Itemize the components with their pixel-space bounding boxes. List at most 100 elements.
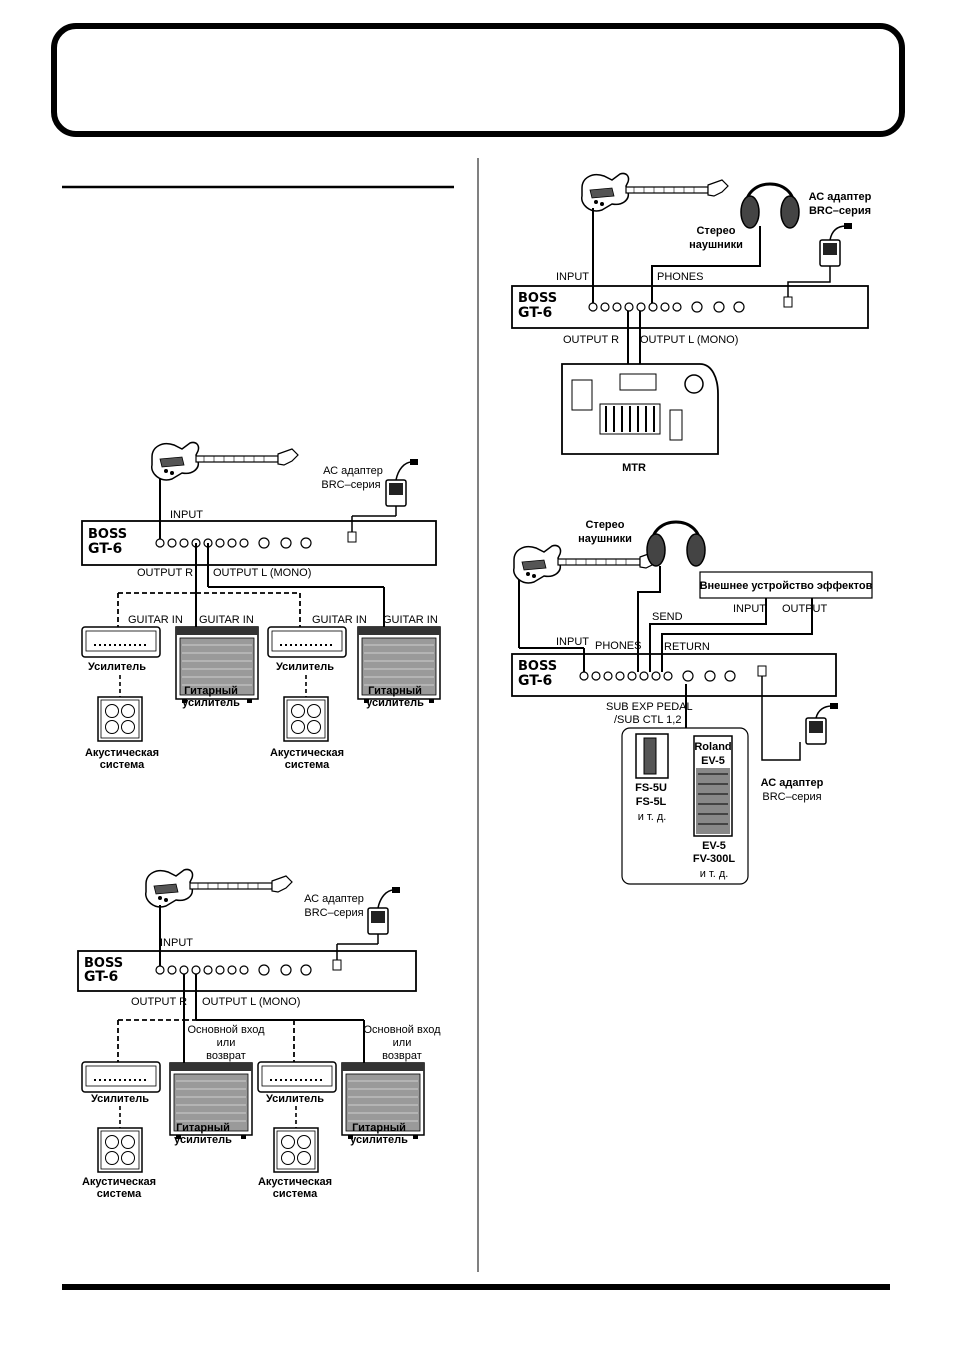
- guitar-in-label: GUITAR IN: [383, 614, 438, 626]
- pedal-model-label: FV-300L: [693, 853, 735, 865]
- amp-label: Усилитель: [276, 661, 334, 673]
- headphones-icon: [739, 182, 801, 230]
- guitar-icon: [144, 868, 293, 908]
- return-label: RETURN: [664, 641, 710, 653]
- amp-label: Усилитель: [266, 1093, 324, 1105]
- ac-adapter-icon: [367, 907, 389, 935]
- diagram-1: АС адаптер BRC–серия BOSS GT-6 INPUT OUT…: [81, 441, 441, 771]
- send-label: SEND: [652, 611, 683, 623]
- title-frame: [51, 23, 905, 137]
- sub-exp-label: SUB EXP PEDAL: [606, 701, 693, 713]
- amp-label: Усилитель: [91, 1093, 149, 1105]
- mtr-label: MTR: [622, 462, 646, 474]
- guitar-amp-label: Гитарный: [352, 1122, 406, 1134]
- speaker-label: система: [100, 759, 145, 771]
- amp-label: Усилитель: [88, 661, 146, 673]
- speaker-label: система: [285, 759, 330, 771]
- diagram-2: АС адаптер BRC–серия BOSS GT-6 INPUT OUT…: [77, 868, 442, 1200]
- main-in-label: возврат: [206, 1050, 246, 1062]
- guitar-icon: [512, 544, 661, 584]
- main-in-label: возврат: [382, 1050, 422, 1062]
- adapter-series-label: BRC–серия: [809, 205, 871, 217]
- ev-brand-label: Roland: [694, 741, 731, 753]
- adapter-series-label: BRC–серия: [321, 479, 380, 491]
- input-label: INPUT: [556, 271, 589, 283]
- speaker-cabinet-icon: [283, 696, 329, 742]
- pedal-model-label: EV-5: [702, 840, 726, 852]
- brand-label: BOSS: [518, 659, 557, 674]
- input-label: INPUT: [160, 937, 193, 949]
- brand-label: BOSS: [88, 527, 127, 542]
- gt6-unit: [511, 653, 837, 697]
- input-label: INPUT: [170, 509, 203, 521]
- output-l-label: OUTPUT L (MONO): [640, 334, 738, 346]
- output-l-label: OUTPUT L (MONO): [213, 567, 311, 579]
- headphones-label: Стерео: [585, 519, 624, 531]
- amp-head-icon: [81, 1061, 161, 1093]
- speaker-label: Акустическая: [270, 747, 344, 759]
- amp-head-icon: [267, 626, 347, 658]
- external-effects-box: [699, 571, 873, 599]
- speaker-label: система: [97, 1188, 142, 1200]
- amp-head-icon: [81, 626, 161, 658]
- speaker-label: Акустическая: [85, 747, 159, 759]
- headphones-label: наушники: [578, 533, 632, 545]
- main-in-label: или: [217, 1037, 236, 1049]
- speaker-cabinet-icon: [273, 1127, 319, 1173]
- adapter-series-label: BRC–серия: [304, 907, 363, 919]
- guitar-amp-label: Гитарный: [176, 1122, 230, 1134]
- adapter-series-label: BRC–серия: [762, 791, 821, 803]
- main-in-label: Основной вход: [364, 1024, 442, 1036]
- fx-input-label: INPUT: [733, 603, 766, 615]
- output-l-label: OUTPUT L (MONO): [202, 996, 300, 1008]
- guitar-in-label: GUITAR IN: [128, 614, 183, 626]
- adapter-label: АС адаптер: [304, 893, 364, 905]
- model-label: GT-6: [84, 969, 118, 985]
- bottom-rule: [62, 1284, 890, 1290]
- guitar-amp-label: усилитель: [174, 1134, 232, 1146]
- etc-label: и т. д.: [700, 868, 729, 880]
- phones-label: PHONES: [657, 271, 703, 283]
- main-in-label: или: [393, 1037, 412, 1049]
- footswitch-model-label: FS-5U: [635, 782, 667, 794]
- speaker-label: Акустическая: [258, 1176, 332, 1188]
- fx-output-label: OUTPUT: [782, 603, 828, 615]
- guitar-icon: [150, 441, 299, 481]
- gt6-unit: [511, 285, 869, 329]
- sub-exp-label: /SUB CTL 1,2: [614, 714, 681, 726]
- output-r-label: OUTPUT R: [137, 567, 193, 579]
- headphones-icon: [645, 520, 707, 568]
- model-label: GT-6: [88, 541, 122, 557]
- etc-label: и т. д.: [638, 811, 667, 823]
- headphones-label: Стерео: [696, 225, 735, 237]
- output-r-label: OUTPUT R: [563, 334, 619, 346]
- speaker-label: Акустическая: [82, 1176, 156, 1188]
- guitar-amp-label: усилитель: [182, 697, 240, 709]
- ac-adapter-icon: [805, 717, 827, 745]
- speaker-cabinet-icon: [97, 1127, 143, 1173]
- amp-head-icon: [257, 1061, 337, 1093]
- input-label: INPUT: [556, 636, 589, 648]
- output-r-label: OUTPUT R: [131, 996, 187, 1008]
- adapter-label: АС адаптер: [809, 191, 872, 203]
- adapter-label: АС адаптер: [761, 777, 824, 789]
- adapter-label: АС адаптер: [323, 465, 383, 477]
- ev-model-label: EV-5: [701, 755, 725, 767]
- guitar-amp-label: Гитарный: [184, 685, 238, 697]
- guitar-amp-label: усилитель: [350, 1134, 408, 1146]
- diagram-3: Стерео наушники АС адаптер BRC–серия BOS…: [511, 172, 872, 474]
- speaker-label: система: [273, 1188, 318, 1200]
- model-label: GT-6: [518, 305, 552, 321]
- speaker-cabinet-icon: [97, 696, 143, 742]
- guitar-in-label: GUITAR IN: [199, 614, 254, 626]
- brand-label: BOSS: [518, 291, 557, 306]
- headphones-label: наушники: [689, 239, 743, 251]
- ac-adapter-icon: [385, 479, 407, 507]
- guitar-in-label: GUITAR IN: [312, 614, 367, 626]
- diagram-4: Стерео наушники Внешнее устройство эффек…: [511, 519, 873, 885]
- guitar-amp-label: усилитель: [366, 697, 424, 709]
- main-in-label: Основной вход: [188, 1024, 266, 1036]
- brand-label: BOSS: [84, 956, 123, 971]
